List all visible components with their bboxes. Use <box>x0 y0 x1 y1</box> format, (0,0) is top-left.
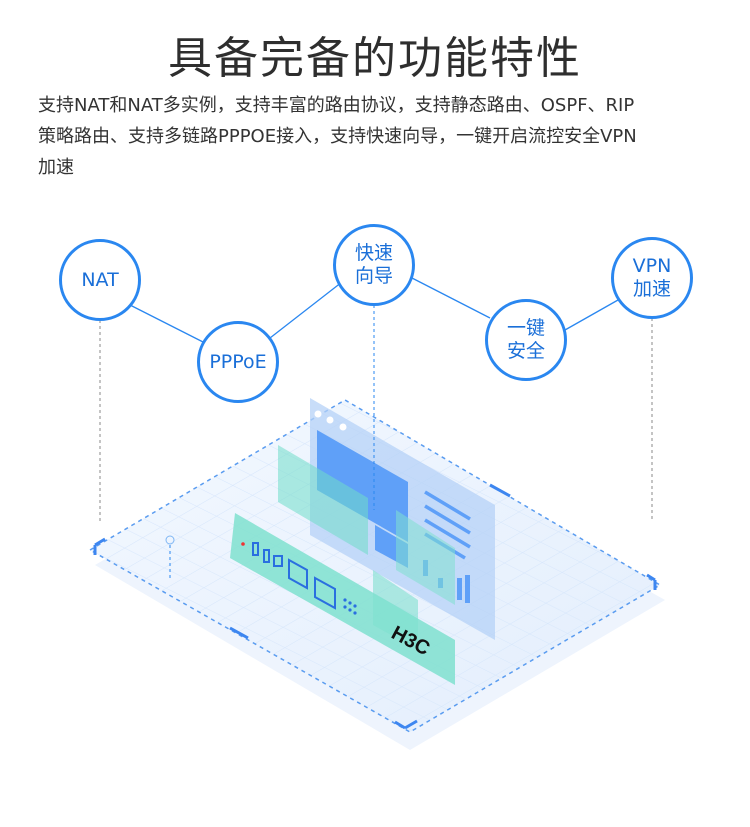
page-title: 具备完备的功能特性 <box>168 33 582 84</box>
feature-one-click-security: 一键 安全 <box>485 299 567 381</box>
feature-label: PPPoE <box>209 350 267 373</box>
feature-label: VPN <box>632 255 672 277</box>
router-device <box>230 513 455 685</box>
corner-marks <box>93 483 657 730</box>
description-line: 策略路由、支持多链路PPPOE接入，支持快速向导，一键开启流控安全VPN <box>38 126 637 147</box>
feature-label: 快速 <box>354 242 393 264</box>
feature-label: NAT <box>81 268 119 291</box>
feature-nat: NAT <box>59 239 141 321</box>
green-panel <box>278 445 368 555</box>
feature-label: 加速 <box>632 278 671 300</box>
feature-pppoe: PPPoE <box>197 321 279 403</box>
feature-label: 一键 <box>506 317 545 339</box>
description-line: 支持NAT和NAT多实例，支持丰富的路由协议，支持静态路由、OSPF、RIP <box>38 95 635 116</box>
feature-vpn: VPN 加速 <box>611 237 693 319</box>
dashed-border <box>88 399 662 733</box>
description-line: 加速 <box>38 157 74 178</box>
feature-label: 向导 <box>354 265 393 287</box>
feature-label: 安全 <box>506 340 545 362</box>
connector-lines <box>129 277 619 344</box>
feature-quick-wizard: 快速 向导 <box>333 224 415 306</box>
feature-description: 支持NAT和NAT多实例，支持丰富的路由协议，支持静态路由、OSPF、RIP 策… <box>38 90 728 183</box>
dotted-drop-lines <box>99 318 653 522</box>
device-ports <box>252 542 336 610</box>
